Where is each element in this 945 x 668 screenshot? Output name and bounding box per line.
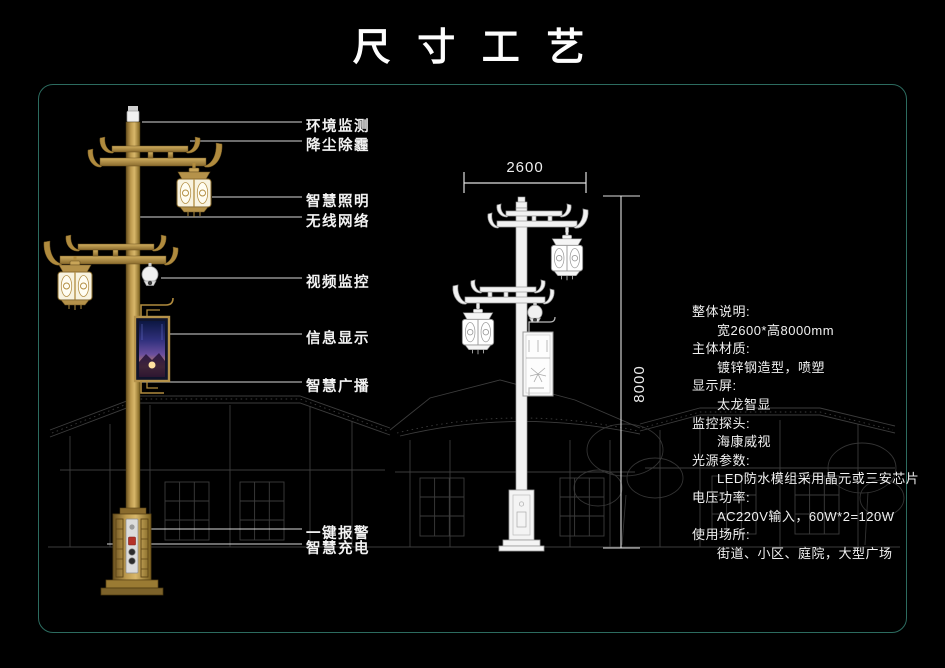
spec-label: 监控探头: xyxy=(692,415,751,431)
bracket-arm-lower xyxy=(452,279,555,309)
finial xyxy=(515,196,528,209)
spec-label: 整体说明: xyxy=(692,304,751,319)
spec-label: 电压功率: xyxy=(692,489,751,505)
feature-label-smart-lighting: 智慧照明 xyxy=(306,194,370,210)
lantern-icon xyxy=(550,230,584,281)
page-title: 尺 寸 工 艺 xyxy=(352,27,593,69)
content-frame xyxy=(38,84,907,633)
base-pedestal-outline xyxy=(498,489,545,552)
width-dimension-value: 2600 xyxy=(506,159,544,176)
alarm-panel-icon xyxy=(125,518,139,574)
display-screen-icon xyxy=(133,297,174,394)
feature-label-environment-monitoring: 环境监测 xyxy=(306,119,370,135)
feature-label-smart-charging: 智慧充电 xyxy=(306,541,370,557)
spec-label: 主体材质: xyxy=(692,341,751,357)
background-architecture-sketch xyxy=(48,379,905,548)
spec-value: 海康威视 xyxy=(717,434,772,450)
spec-label: 光源参数: xyxy=(692,452,751,468)
left-lamppost-illustration xyxy=(43,106,223,596)
feature-label-smart-broadcast: 智慧广播 xyxy=(306,379,370,395)
dome-camera-icon xyxy=(527,301,543,323)
height-dimension-line xyxy=(603,195,640,549)
feature-label-video-surveillance: 视频监控 xyxy=(306,275,370,291)
height-dimension-value: 8000 xyxy=(631,365,648,403)
lantern-icon xyxy=(176,162,212,218)
lantern-icon xyxy=(461,304,495,355)
right-lamppost-outline xyxy=(452,196,589,552)
alarm-button xyxy=(128,536,136,546)
base-pedestal xyxy=(100,507,164,596)
feature-label-one-key-alarm: 一键报警 xyxy=(306,526,370,542)
display-screen-outline-icon xyxy=(522,316,556,397)
spec-list: 整体说明: 宽2600*高8000mm 主体材质: 镀锌钢造型，喷塑 显示屏: … xyxy=(692,303,920,563)
bracket-arm-lower xyxy=(43,234,179,270)
feature-label-wireless-network: 无线网络 xyxy=(306,214,370,230)
spec-value: 宽2600*高8000mm xyxy=(717,322,835,338)
spec-label: 使用场所: xyxy=(692,527,751,543)
spec-value: 镀锌钢造型，喷塑 xyxy=(717,359,826,375)
spec-value: LED防水模组采用晶元或三安芯片 xyxy=(717,471,920,487)
bracket-arm-upper xyxy=(487,203,589,233)
feature-label-dust-haze-removal: 降尘除霾 xyxy=(306,138,370,154)
spec-value: AC220V输入，60W*2=120W xyxy=(717,508,895,524)
feature-label-information-display: 信息显示 xyxy=(306,331,370,347)
dome-camera-icon xyxy=(141,262,159,286)
spec-value: 太龙智显 xyxy=(717,396,772,412)
bracket-arm-upper xyxy=(87,136,223,172)
spec-label: 显示屏: xyxy=(692,378,737,394)
environment-sensor-icon xyxy=(126,106,140,123)
width-dimension-line xyxy=(463,172,587,193)
spec-value: 街道、小区、庭院，大型广场 xyxy=(717,545,893,561)
